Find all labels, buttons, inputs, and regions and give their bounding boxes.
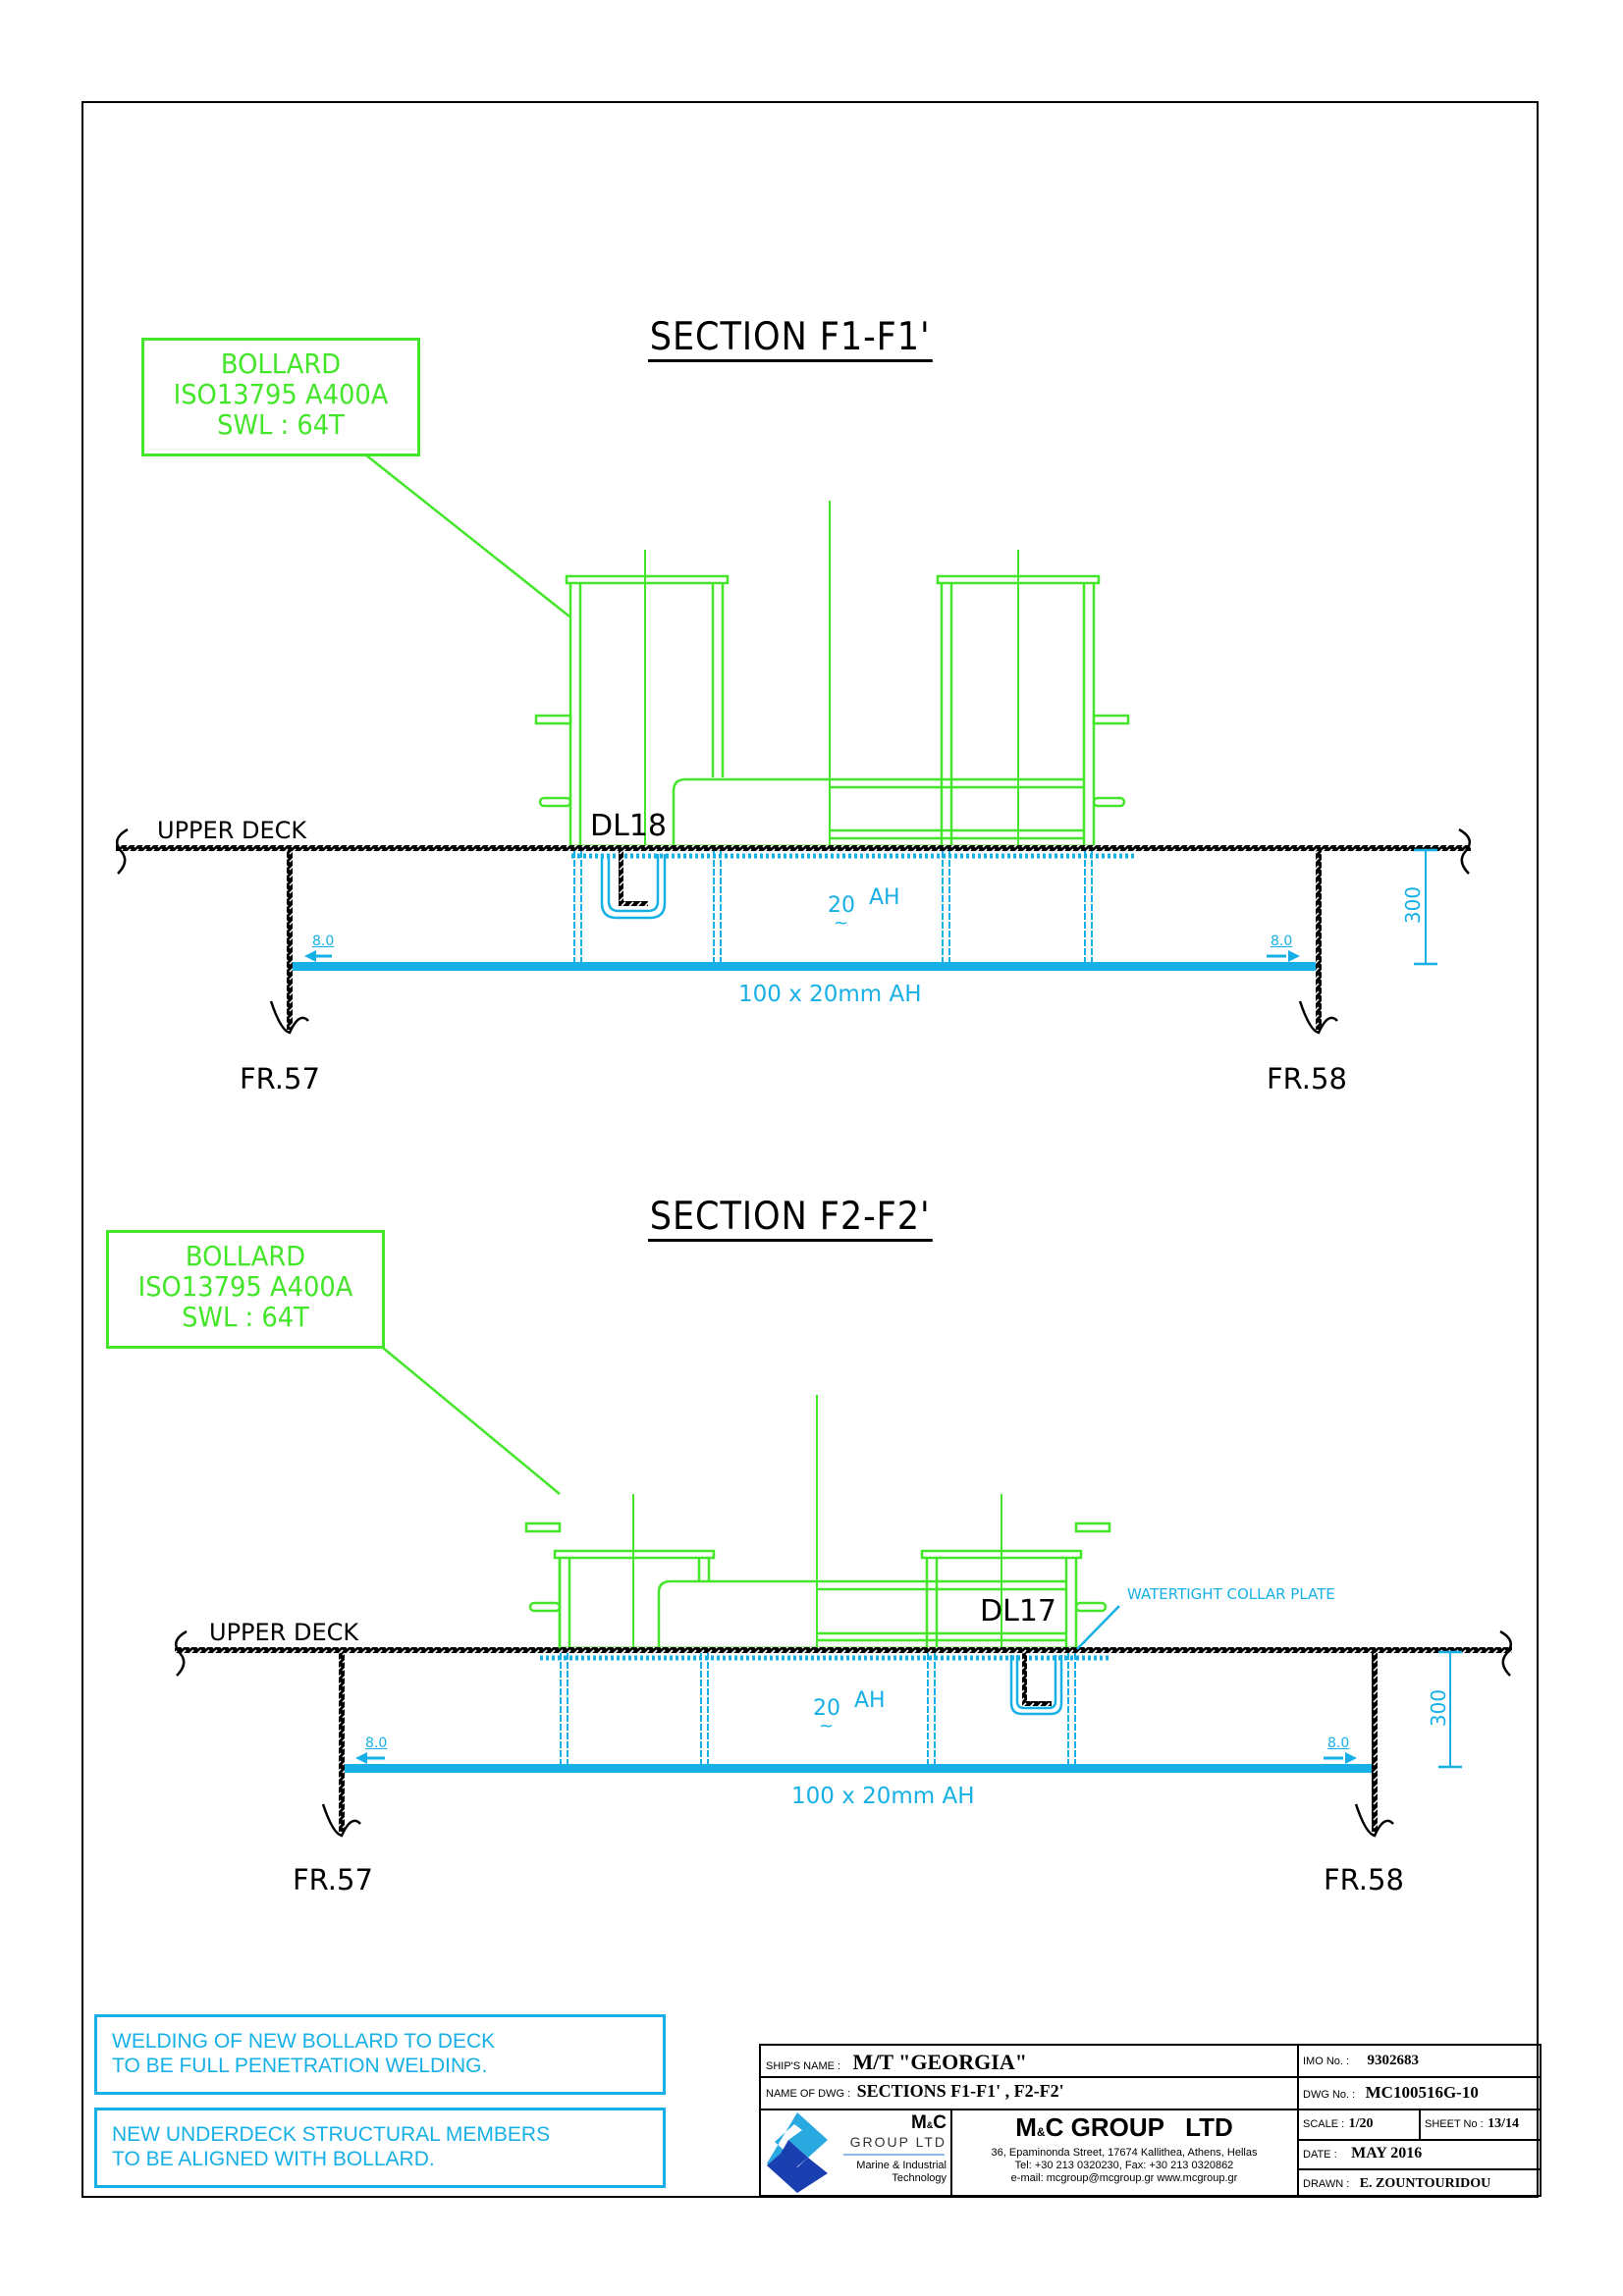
drawn-key: DRAWN : <box>1303 2178 1350 2190</box>
section-f1-frame-left: FR.57 <box>240 1062 320 1095</box>
tb-divider <box>950 2109 952 2195</box>
scale-key: SCALE : <box>1303 2118 1345 2130</box>
callout-line-3: SWL : 64T <box>217 408 345 441</box>
section-f1-thickness-mark: ~ <box>834 913 849 934</box>
logo-group: GROUP LTD <box>849 2134 947 2150</box>
callout-line-1: BOLLARD <box>185 1240 306 1272</box>
note-alignment-line-1: NEW UNDERDECK STRUCTURAL MEMBERS <box>112 2123 551 2146</box>
section-f2-geometry <box>174 1347 1513 1838</box>
company-logo: M&C GROUP LTD Marine & Industrial Techno… <box>763 2110 950 2195</box>
logo-mark-icon <box>767 2112 828 2193</box>
section-f1-bollard-callout: BOLLARD ISO13795 A400A SWL : 64T <box>141 338 420 456</box>
section-f1-frame-right: FR.58 <box>1267 1062 1347 1095</box>
date-cell: DATE : MAY 2016 <box>1303 2145 1539 2168</box>
scale-cell: SCALE : 1/20 <box>1303 2114 1419 2138</box>
tb-divider <box>1297 2046 1299 2195</box>
ship-name-key: SHIP'S NAME : <box>766 2060 841 2072</box>
note-welding: WELDING OF NEW BOLLARD TO DECK TO BE FUL… <box>94 2014 666 2095</box>
tb-divider <box>1419 2109 1421 2140</box>
section-f2-weld-right: 8.0 <box>1327 1735 1350 1751</box>
dwg-no-key: DWG No. : <box>1303 2089 1356 2101</box>
callout-line-2: ISO13795 A400A <box>137 1270 353 1303</box>
section-f2-thickness-suffix: AH <box>854 1688 886 1713</box>
section-f1-deck-label: UPPER DECK <box>157 817 307 844</box>
sheet-value: 13/14 <box>1488 2116 1520 2131</box>
note-alignment-line-2: TO BE ALIGNED WITH BOLLARD. <box>112 2148 435 2170</box>
note-welding-line-1: WELDING OF NEW BOLLARD TO DECK <box>112 2030 496 2053</box>
imo-cell: IMO No. : 9302683 <box>1303 2052 1539 2076</box>
section-f1-dimension: 300 <box>1401 885 1426 925</box>
callout-line-2: ISO13795 A400A <box>173 378 389 410</box>
section-f2-weld-left: 8.0 <box>365 1735 388 1751</box>
section-f1-flat-bar-label: 100 x 20mm AH <box>738 982 922 1007</box>
dwg-no-cell: DWG No. : MC100516G-10 <box>1303 2083 1539 2109</box>
drawing-border <box>81 101 1539 2198</box>
section-f2-flat-bar-label: 100 x 20mm AH <box>791 1784 975 1809</box>
imo-value: 9302683 <box>1367 2053 1420 2068</box>
title-block: SHIP'S NAME : M/T "GEORGIA" IMO No. : 93… <box>759 2044 1542 2197</box>
logo-mc: M&C <box>910 2112 947 2133</box>
callout-line-1: BOLLARD <box>220 347 342 380</box>
section-f2-title: SECTION F2-F2' <box>648 1196 933 1242</box>
callout-line-3: SWL : 64T <box>182 1301 309 1333</box>
tb-divider <box>761 2109 1540 2110</box>
section-f1-geometry <box>115 454 1472 1035</box>
drawn-value: E. ZOUNTOURIDOU <box>1359 2176 1491 2191</box>
company-address: 36, Epaminonda Street, 17674 Kallithea, … <box>991 2147 1258 2159</box>
dwg-name-value: SECTIONS F1-F1' , F2-F2' <box>856 2081 1064 2101</box>
tb-divider <box>1297 2168 1540 2170</box>
logo-rule <box>843 2154 945 2156</box>
date-value: MAY 2016 <box>1351 2145 1423 2162</box>
section-f2-frame-right: FR.58 <box>1324 1863 1404 1896</box>
company-info: M&C GROUP LTD 36, Epaminonda Street, 176… <box>952 2110 1296 2195</box>
note-welding-line-2: TO BE FULL PENETRATION WELDING. <box>112 2055 488 2077</box>
sheet-key: SHEET No : <box>1425 2118 1484 2130</box>
dwg-name-key: NAME OF DWG : <box>766 2088 851 2100</box>
ship-name-cell: SHIP'S NAME : M/T "GEORGIA" <box>766 2050 1296 2076</box>
tb-divider <box>761 2076 1540 2078</box>
section-f1-doubler-label: DL18 <box>590 809 667 843</box>
section-f1-thickness-label: 20 <box>828 893 855 918</box>
note-alignment: NEW UNDERDECK STRUCTURAL MEMBERS TO BE A… <box>94 2108 666 2188</box>
section-f2-frame-left: FR.57 <box>293 1863 373 1896</box>
section-f2-thickness-mark: ~ <box>819 1716 835 1736</box>
tb-divider <box>1297 2139 1540 2141</box>
sheet-cell: SHEET No : 13/14 <box>1425 2114 1541 2138</box>
company-web: e-mail: mcgroup@mcgroup.gr www.mcgroup.g… <box>1010 2172 1238 2184</box>
company-phone: Tel: +30 213 0320230, Fax: +30 213 03208… <box>1014 2160 1234 2171</box>
section-f2-doubler-label: DL17 <box>980 1594 1056 1629</box>
scale-value: 1/20 <box>1348 2116 1374 2131</box>
logo-tagline: Marine & Industrial Technology <box>856 2160 947 2184</box>
drawn-cell: DRAWN : E. ZOUNTOURIDOU <box>1303 2174 1539 2196</box>
section-f1-title: SECTION F1-F1' <box>648 316 933 362</box>
section-f1-thickness-suffix: AH <box>869 885 900 910</box>
section-f2-collar-label: WATERTIGHT COLLAR PLATE <box>1127 1585 1335 1603</box>
section-f1-weld-right: 8.0 <box>1271 934 1293 949</box>
ship-name-value: M/T "GEORGIA" <box>852 2050 1027 2074</box>
section-f2-deck-label: UPPER DECK <box>209 1619 359 1646</box>
section-f2-dimension: 300 <box>1427 1688 1451 1728</box>
date-key: DATE : <box>1303 2149 1337 2161</box>
section-f2-bollard-callout: BOLLARD ISO13795 A400A SWL : 64T <box>106 1230 385 1349</box>
imo-key: IMO No. : <box>1303 2056 1350 2067</box>
dwg-name-cell: NAME OF DWG : SECTIONS F1-F1' , F2-F2' <box>766 2081 1296 2109</box>
section-f1-weld-left: 8.0 <box>312 934 335 949</box>
dwg-no-value: MC100516G-10 <box>1365 2083 1479 2102</box>
section-f2-thickness-label: 20 <box>813 1696 840 1721</box>
company-name: M&C GROUP LTD <box>1015 2112 1233 2142</box>
